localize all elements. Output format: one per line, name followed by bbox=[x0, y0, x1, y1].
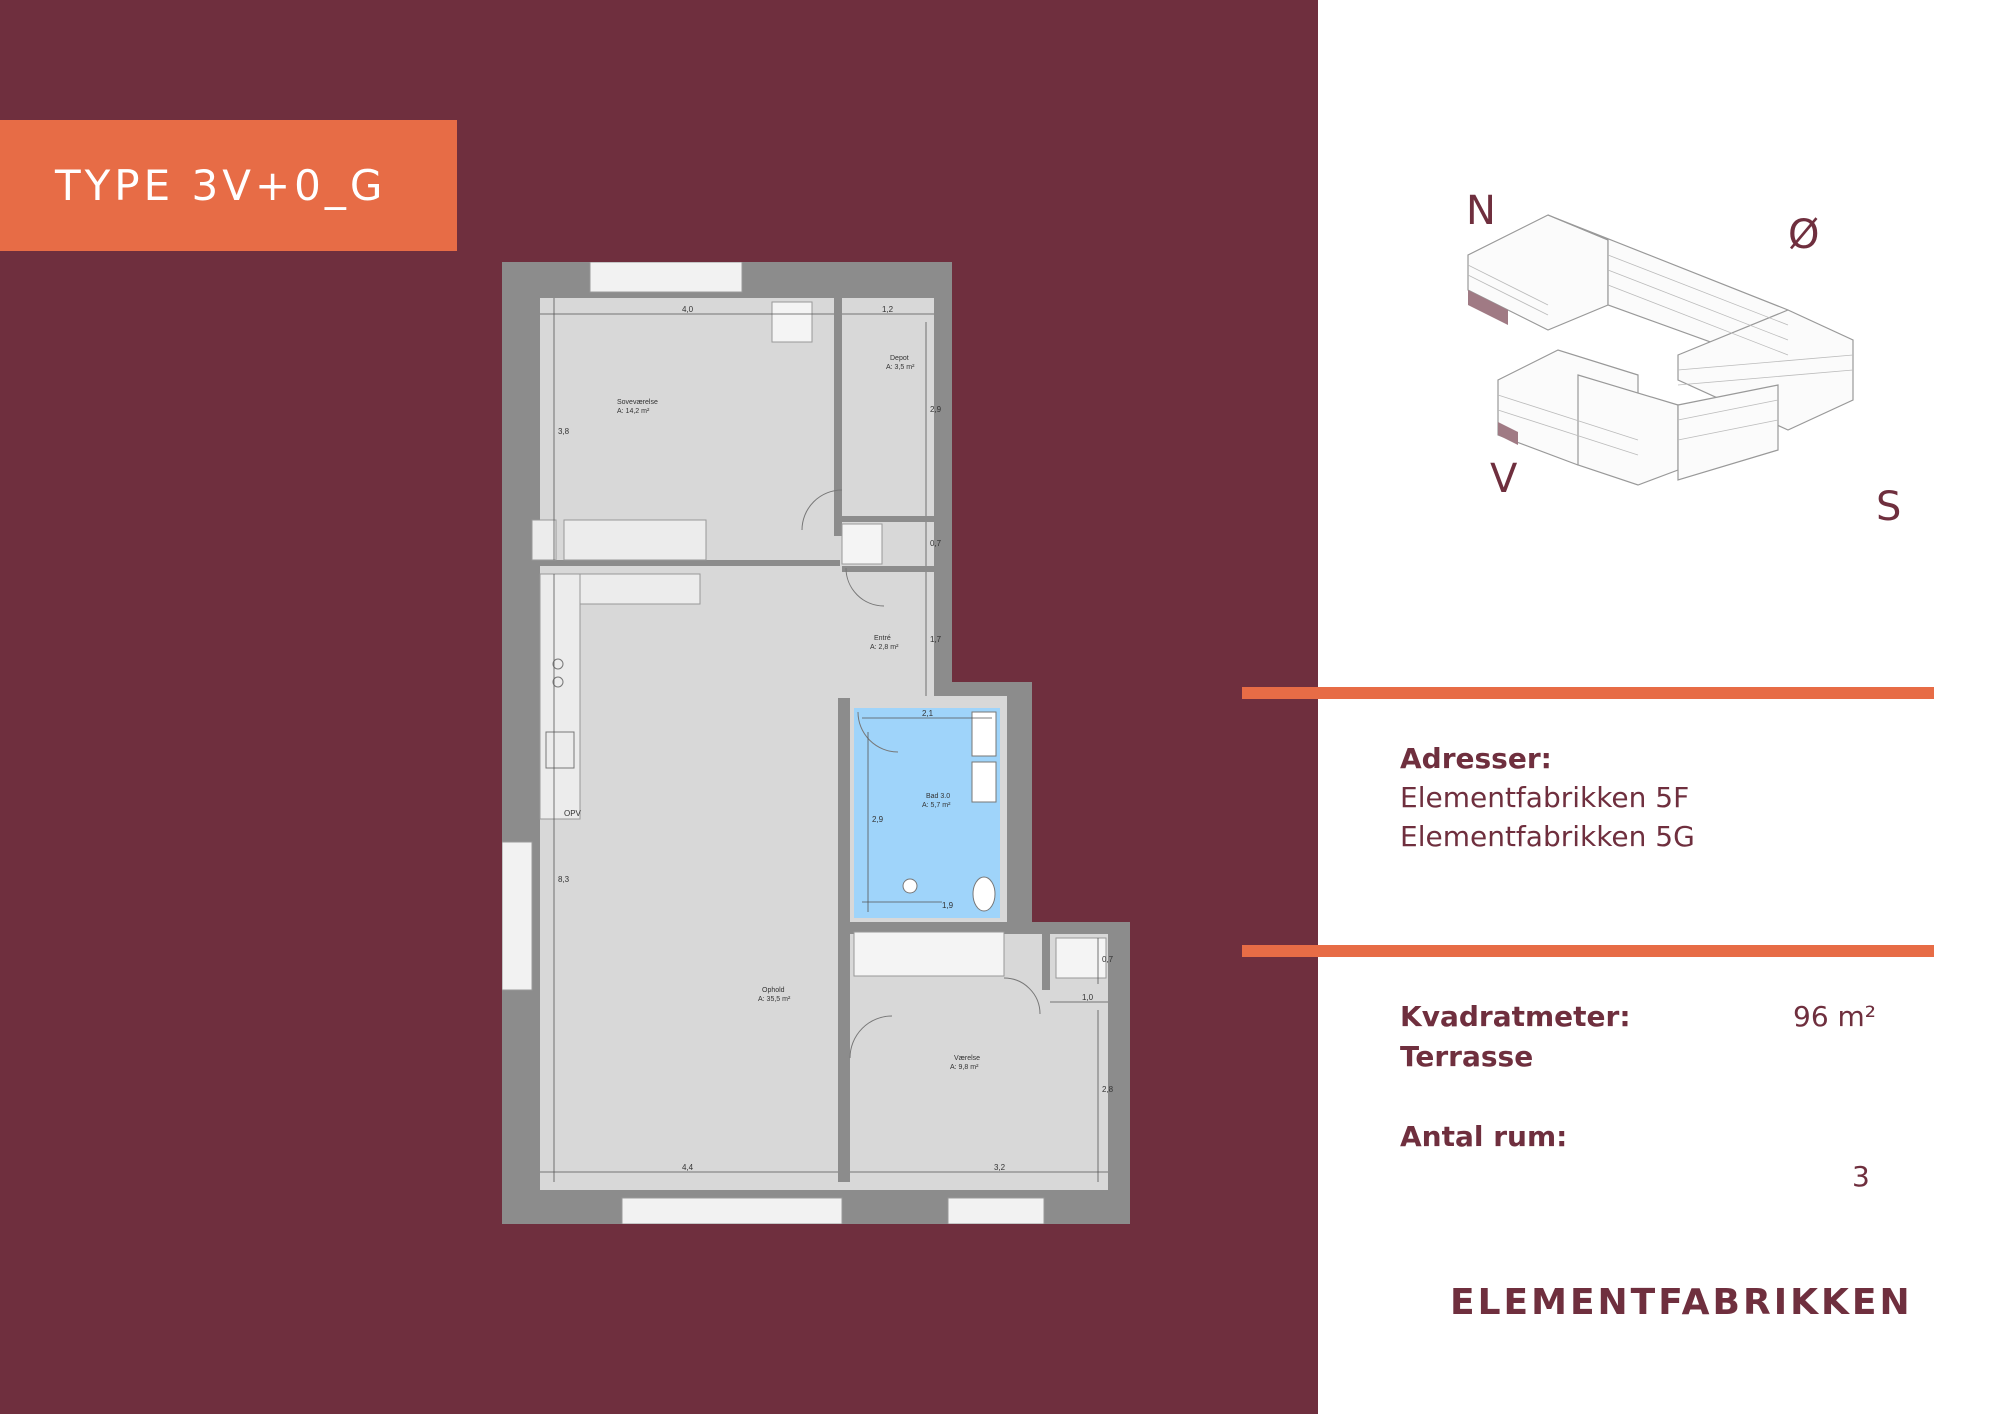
dim-label: 1,0 bbox=[1082, 993, 1094, 1002]
compass-south: S bbox=[1876, 484, 1902, 530]
area-label: Kvadratmeter: bbox=[1400, 1000, 1631, 1033]
floor-plan: 4,0 1,2 3,8 2,9 0,7 1,7 2,1 2,9 1,9 8,3 … bbox=[502, 262, 1130, 1224]
kitchen-counter bbox=[539, 573, 581, 820]
address-line: Elementfabrikken 5F bbox=[1400, 781, 1690, 814]
dim-label: 2,8 bbox=[1102, 1085, 1114, 1094]
dim-label: 3,2 bbox=[994, 1163, 1006, 1172]
type-label: TYPE 3V+0_G bbox=[55, 161, 387, 210]
area-value: 96 m² bbox=[1793, 1000, 1877, 1033]
room-name: Soveværelse bbox=[617, 399, 658, 406]
room-name: Entré bbox=[874, 635, 891, 642]
compass-east: Ø bbox=[1788, 212, 1820, 258]
rooms-value: 3 bbox=[1852, 1160, 1870, 1193]
compass-north: N bbox=[1466, 188, 1496, 234]
dim-label: 0,7 bbox=[930, 539, 942, 548]
dim-label: 0,7 bbox=[1102, 955, 1114, 964]
divider-top bbox=[1242, 687, 1934, 699]
room-name: Depot bbox=[890, 355, 909, 362]
brand-logo: ELEMENTFABRIKKEN bbox=[1450, 1282, 1913, 1323]
room-name: Ophold bbox=[762, 987, 785, 994]
dim-label: 2,9 bbox=[930, 405, 942, 414]
room-area: A: 14,2 m² bbox=[617, 408, 650, 415]
dim-label: 4,4 bbox=[682, 1163, 694, 1172]
room-name: Værelse bbox=[954, 1055, 980, 1062]
terrace-label: Terrasse bbox=[1400, 1040, 1534, 1073]
room-area: A: 9,8 m² bbox=[950, 1064, 979, 1071]
dim-label: 2,1 bbox=[922, 709, 934, 718]
type-banner: TYPE 3V+0_G bbox=[0, 120, 457, 251]
dim-label: 1,7 bbox=[930, 635, 942, 644]
room-area: A: 35,5 m² bbox=[758, 996, 791, 1003]
dim-label: 8,3 bbox=[558, 875, 570, 884]
rooms-label: Antal rum: bbox=[1400, 1120, 1568, 1153]
kitchen-label: OPV bbox=[564, 809, 582, 818]
room-area: A: 5,7 m² bbox=[922, 802, 951, 809]
dim-label: 3,8 bbox=[558, 427, 570, 436]
dim-label: 2,9 bbox=[872, 815, 884, 824]
room-area: A: 3,5 m² bbox=[886, 364, 915, 371]
dim-label: 4,0 bbox=[682, 305, 694, 314]
addresses-label: Adresser: bbox=[1400, 742, 1552, 775]
right-panel: N Ø V S bbox=[1318, 0, 2000, 1414]
dim-label: 1,9 bbox=[942, 901, 954, 910]
room-name: Bad 3.0 bbox=[926, 793, 950, 800]
room-area: A: 2,8 m² bbox=[870, 644, 899, 651]
compass-west: V bbox=[1490, 456, 1518, 502]
left-panel: TYPE 3V+0_G bbox=[0, 0, 1318, 1414]
dim-label: 1,2 bbox=[882, 305, 894, 314]
divider-middle bbox=[1242, 945, 1934, 957]
address-line: Elementfabrikken 5G bbox=[1400, 820, 1695, 853]
building-sketch-icon bbox=[1467, 214, 1854, 486]
